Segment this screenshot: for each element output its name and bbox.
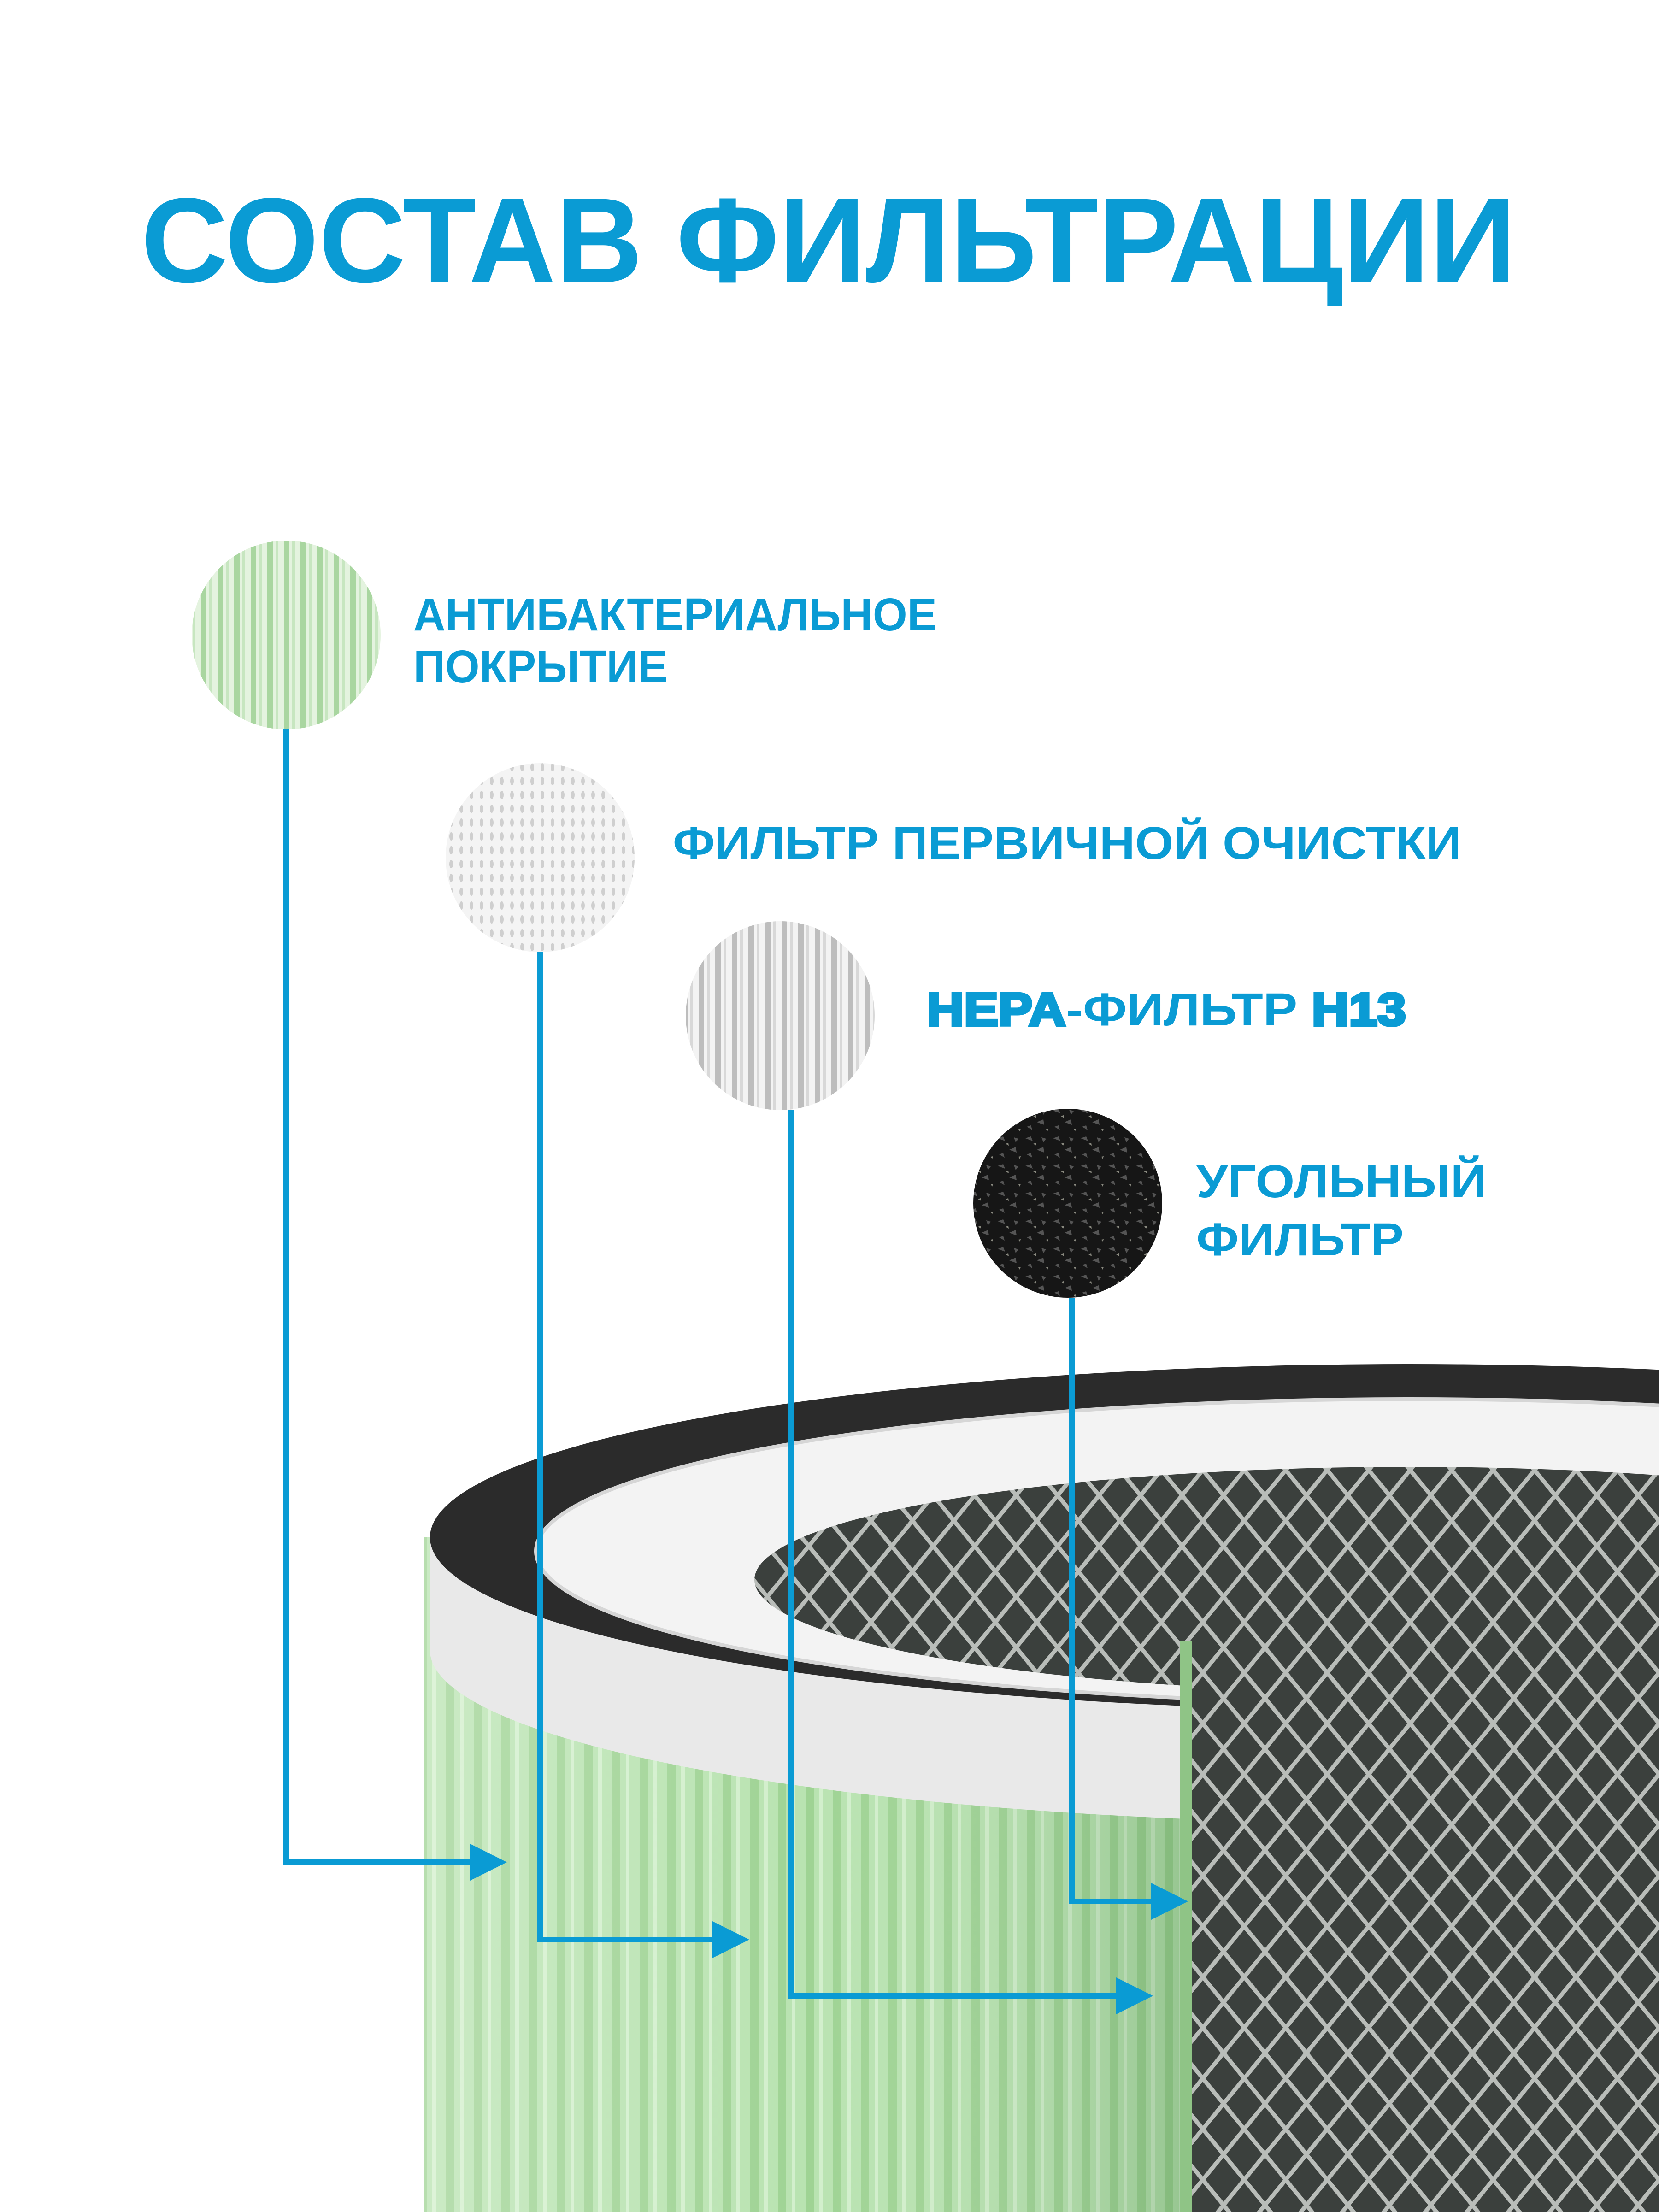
arrowhead-icon: [712, 1921, 749, 1958]
carbon-label-line2: ФИЛЬТР: [1196, 1214, 1404, 1265]
hepa-leader-line: [788, 1110, 1125, 1999]
hepa-swatch: [686, 921, 875, 1110]
antibacterial-label-line1: АНТИБАКТЕРИАЛЬНОЕ: [413, 589, 937, 641]
antibacterial-label-line2: ПОКРЫТИЕ: [413, 641, 668, 693]
hepa-label: HEPA-ФИЛЬТР H13: [927, 984, 1406, 1035]
arrowhead-icon: [1151, 1883, 1188, 1920]
page-title: СОСТАВ ФИЛЬТРАЦИИ: [141, 173, 1516, 308]
carbon-swatch: [973, 1109, 1162, 1298]
filter-cartridge-image: [424, 1364, 1659, 2212]
prefilter-swatch: [446, 763, 635, 952]
arrowhead-icon: [1116, 1977, 1153, 2014]
antibacterial-leader-line: [283, 729, 479, 1865]
carbon-label-line1: УГОЛЬНЫЙ: [1196, 1155, 1487, 1207]
cut-edge: [1180, 1641, 1192, 2212]
prefilter-leader-line: [537, 952, 722, 1942]
antibacterial-swatch: [192, 541, 381, 729]
hepa-label-hepa: HEPA: [927, 984, 1066, 1035]
hepa-label-filter: -ФИЛЬТР: [1066, 984, 1312, 1035]
hepa-label-h13: H13: [1312, 984, 1406, 1035]
carbon-leader-line: [1069, 1298, 1160, 1904]
arrowhead-icon: [470, 1844, 507, 1881]
prefilter-label: ФИЛЬТР ПЕРВИЧНОЙ ОЧИСТКИ: [673, 817, 1461, 869]
